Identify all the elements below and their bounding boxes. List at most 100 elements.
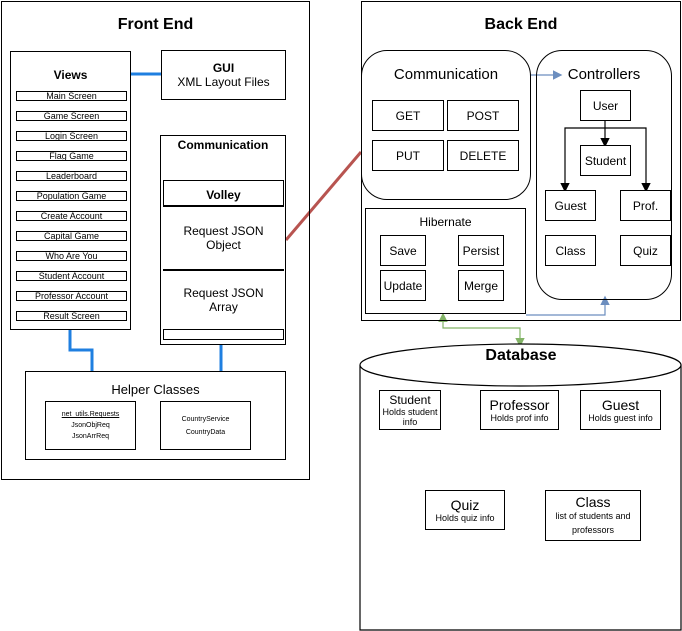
helper-classes-title: Helper Classes xyxy=(111,382,200,397)
view-item-label: Student Account xyxy=(38,271,105,281)
view-item: Result Screen xyxy=(16,311,127,321)
view-item: Login Screen xyxy=(16,131,127,141)
view-item-label: Professor Account xyxy=(34,291,109,301)
request-json-object-label: Request JSON Object xyxy=(183,224,264,252)
db-quiz-name: Quiz xyxy=(450,497,480,513)
controller-user: User xyxy=(580,90,631,121)
hibernate-merge: Merge xyxy=(458,270,504,301)
volley-title: Volley xyxy=(206,188,241,202)
view-item-label: Result Screen xyxy=(43,311,100,321)
view-item-label: Game Screen xyxy=(43,111,100,121)
controller-class-label: Class xyxy=(555,243,586,258)
hibernate-controllers-arrow xyxy=(526,295,610,316)
view-item: Population Game xyxy=(16,191,127,201)
views-title: Views xyxy=(53,68,88,82)
view-item: Leaderboard xyxy=(16,171,127,181)
hibernate-save: Save xyxy=(380,235,426,266)
view-item-label: Flag Game xyxy=(49,151,94,161)
view-item-label: Create Account xyxy=(40,211,103,221)
db-student-name: Student xyxy=(389,393,431,407)
delete-method-label: DELETE xyxy=(459,148,507,163)
controller-user-label: User xyxy=(592,98,619,113)
controller-student-label: Student xyxy=(584,153,627,168)
view-item: Professor Account xyxy=(16,291,127,301)
request-json-array-label: Request JSON Array xyxy=(183,286,264,314)
db-guest-name: Guest xyxy=(601,397,640,413)
controllers-title: Controllers xyxy=(567,66,641,83)
view-item-label: Capital Game xyxy=(43,231,100,241)
helper-right-box: CountryService CountryData xyxy=(160,401,251,450)
helper-item: net_utils.Requests xyxy=(61,411,120,418)
db-class-name: Class xyxy=(575,494,611,511)
frontend-backend-link xyxy=(284,151,363,241)
hibernate-save-label: Save xyxy=(389,243,417,258)
db-class: Class list of students and professors xyxy=(545,490,641,541)
db-guest-desc: Holds guest info xyxy=(588,413,653,423)
frontend-container xyxy=(1,1,310,480)
post-method-label: POST xyxy=(466,108,500,123)
hibernate-persist-label: Persist xyxy=(462,243,500,258)
gui-title: GUI xyxy=(212,61,235,75)
db-guest: Guest Holds guest info xyxy=(580,390,661,430)
gui-subtitle: XML Layout Files xyxy=(177,75,270,89)
view-item: Capital Game xyxy=(16,231,127,241)
view-item: Flag Game xyxy=(16,151,127,161)
post-method: POST xyxy=(447,100,519,131)
db-professor-name: Professor xyxy=(489,397,550,413)
controller-student: Student xyxy=(580,145,631,176)
hibernate-update-label: Update xyxy=(383,278,423,293)
request-json-array: Request JSON Array xyxy=(163,270,284,330)
view-item-label: Population Game xyxy=(36,191,107,201)
put-method: PUT xyxy=(372,140,444,171)
helper-item: JsonObjReq xyxy=(71,422,110,429)
db-class-desc: list of students and professors xyxy=(555,511,631,535)
db-student-desc: Holds student info xyxy=(382,407,438,427)
backend-title: Back End xyxy=(484,16,558,33)
put-method-label: PUT xyxy=(396,148,420,163)
view-item-label: Leaderboard xyxy=(45,171,98,181)
gui-box: GUI XML Layout Files xyxy=(161,50,286,100)
backend-communication-title: Communication xyxy=(393,66,499,83)
controller-guest-label: Guest xyxy=(554,198,587,213)
get-method: GET xyxy=(372,100,444,131)
delete-method: DELETE xyxy=(447,140,519,171)
view-item-label: Main Screen xyxy=(46,91,97,101)
helper-left-box: net_utils.Requests JsonObjReq JsonArrReq xyxy=(45,401,136,450)
db-quiz-desc: Holds quiz info xyxy=(435,513,495,523)
request-json-object: Request JSON Object xyxy=(163,206,284,270)
database-cylinder xyxy=(359,343,682,631)
controller-quiz-label: Quiz xyxy=(633,243,658,258)
view-item: Who Are You xyxy=(16,251,127,261)
helper-item: CountryData xyxy=(185,428,226,436)
user-guest-arrow xyxy=(560,127,605,193)
hibernate-title: Hibernate xyxy=(419,215,472,229)
controller-guest: Guest xyxy=(545,190,596,221)
frontend-title: Front End xyxy=(117,16,194,33)
view-item-label: Who Are You xyxy=(45,251,98,261)
frontend-communication-title: Communication xyxy=(177,138,269,152)
view-item: Create Account xyxy=(16,211,127,221)
hibernate-persist: Persist xyxy=(458,235,504,266)
get-method-label: GET xyxy=(395,108,421,123)
db-professor: Professor Holds prof info xyxy=(480,390,559,430)
controller-prof-label: Prof. xyxy=(632,198,659,213)
views-helper-link xyxy=(68,330,94,371)
db-professor-desc: Holds prof info xyxy=(490,413,549,423)
hibernate-merge-label: Merge xyxy=(463,278,498,293)
helper-item: CountryService xyxy=(181,415,230,423)
helper-item: JsonArrReq xyxy=(72,433,109,440)
view-item: Student Account xyxy=(16,271,127,281)
hibernate-update: Update xyxy=(380,270,426,301)
db-student: Student Holds student info xyxy=(379,390,441,430)
view-item: Main Screen xyxy=(16,91,127,101)
view-item: Game Screen xyxy=(16,111,127,121)
controller-quiz: Quiz xyxy=(620,235,671,266)
user-prof-arrow xyxy=(605,127,651,193)
controller-prof: Prof. xyxy=(620,190,671,221)
hibernate-database-arrow xyxy=(438,312,525,348)
view-item-label: Login Screen xyxy=(44,131,99,141)
volley-header xyxy=(163,180,284,206)
controller-class: Class xyxy=(545,235,596,266)
database-title: Database xyxy=(485,347,557,364)
db-quiz: Quiz Holds quiz info xyxy=(425,490,505,530)
